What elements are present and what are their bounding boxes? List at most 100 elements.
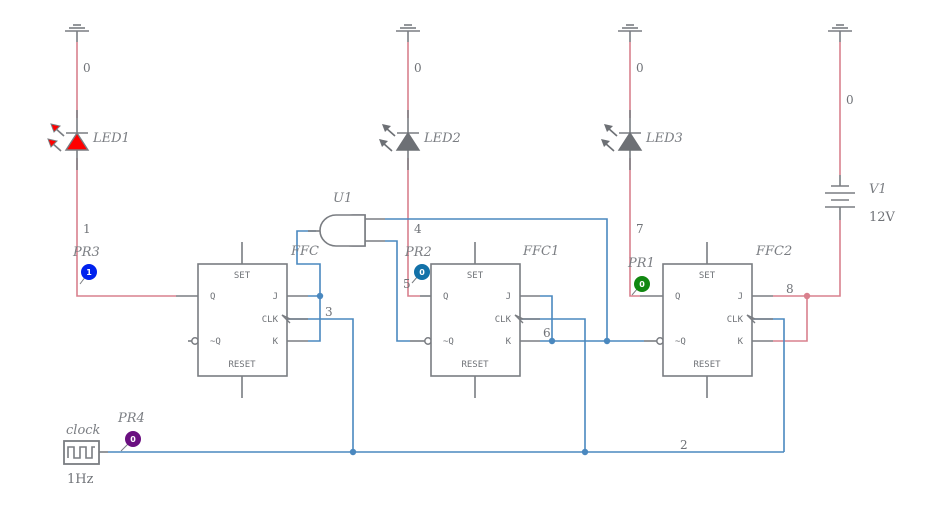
jk-flipflop-ffc1[interactable]: SET RESET Q ~Q J CLK K FFC1 bbox=[410, 242, 559, 398]
led3-diode-icon bbox=[617, 131, 643, 151]
ffc2-pin-k: K bbox=[738, 337, 744, 347]
wire-net-4[interactable] bbox=[385, 218, 608, 341]
probe-pr3[interactable]: 1 PR3 bbox=[72, 245, 100, 285]
probe-pr3-indicator bbox=[81, 264, 97, 280]
ffc-clk-edge-icon bbox=[281, 314, 291, 324]
junction-clock-2 bbox=[581, 448, 589, 456]
led1-label: LED1 bbox=[92, 131, 130, 146]
net-label-4: 4 bbox=[414, 222, 422, 236]
net-label-0-led3: 0 bbox=[636, 61, 644, 75]
ffc2-clk-edge-icon bbox=[746, 314, 756, 324]
ffc1-pin-set: SET bbox=[467, 271, 484, 281]
clock-source[interactable]: clock 1Hz bbox=[63, 423, 108, 487]
clock-frequency: 1Hz bbox=[67, 472, 94, 487]
junction-ffc-jk bbox=[316, 292, 324, 300]
u1-label: U1 bbox=[333, 191, 352, 206]
wire-net-3[interactable] bbox=[287, 318, 354, 452]
ffc2-pin-reset: RESET bbox=[693, 360, 721, 370]
probe-pr3-label: PR3 bbox=[72, 245, 100, 260]
wire-ffc1-clk[interactable] bbox=[520, 318, 586, 452]
wire-ffc-k[interactable] bbox=[308, 296, 321, 342]
jk-flipflop-ffc2[interactable]: SET RESET Q ~Q J CLK K FFC2 bbox=[640, 242, 792, 398]
led2-label: LED2 bbox=[423, 131, 461, 146]
probe-pr1-value: 0 bbox=[639, 280, 645, 289]
ffc2-pin-q: Q bbox=[675, 292, 680, 302]
led1-emission-arrows-icon bbox=[47, 123, 65, 152]
v1-label: V1 bbox=[869, 182, 887, 197]
probe-pr4-value: 0 bbox=[130, 435, 136, 444]
net-label-2: 2 bbox=[680, 438, 688, 452]
ground-led3[interactable] bbox=[618, 24, 642, 42]
led1-diode-icon bbox=[64, 131, 90, 151]
probe-pr4-indicator bbox=[125, 431, 141, 447]
ffc1-pin-nq: ~Q bbox=[443, 337, 454, 347]
probe-pr2-indicator bbox=[414, 264, 430, 280]
square-wave-icon bbox=[67, 446, 95, 459]
net-labels: 0 0 0 0 1 2 3 4 5 6 7 8 bbox=[83, 61, 854, 452]
ffc2-pin-clk: CLK bbox=[727, 315, 744, 325]
jk-flipflop-ffc[interactable]: SET RESET Q ~Q J CLK K FFC bbox=[176, 242, 319, 398]
wire-ffc2-clk[interactable] bbox=[753, 318, 785, 452]
wire-ffc1-j[interactable] bbox=[540, 295, 553, 341]
high-wires bbox=[76, 42, 841, 342]
net-label-8: 8 bbox=[786, 282, 794, 296]
led3-label: LED3 bbox=[645, 131, 683, 146]
wire-net-7[interactable] bbox=[629, 158, 640, 297]
ffc-pin-j: J bbox=[273, 292, 278, 302]
probe-pr3-value: 1 bbox=[86, 268, 92, 277]
ffc1-pin-j: J bbox=[506, 292, 511, 302]
led2-diode-icon bbox=[395, 131, 421, 151]
ffc2-pin-set: SET bbox=[699, 271, 716, 281]
ground-led1[interactable] bbox=[65, 24, 89, 42]
wire-ffc-jk-to-and[interactable] bbox=[296, 230, 321, 297]
junction-net-4 bbox=[603, 337, 611, 345]
probe-pr2[interactable]: 0 PR2 bbox=[404, 245, 432, 284]
and-gate-u1[interactable]: U1 bbox=[308, 191, 385, 247]
led3[interactable]: LED3 bbox=[601, 110, 683, 170]
net-label-0-led1: 0 bbox=[83, 61, 91, 75]
led1[interactable]: LED1 bbox=[47, 110, 130, 170]
probe-pr1[interactable]: 0 PR1 bbox=[627, 256, 655, 296]
net-label-1: 1 bbox=[83, 222, 91, 236]
v1-value: 12V bbox=[869, 210, 896, 225]
wire-net-1[interactable] bbox=[76, 158, 176, 297]
net-label-0-v1: 0 bbox=[846, 93, 854, 107]
ffc-pin-k: K bbox=[273, 337, 279, 347]
probe-pr2-label: PR2 bbox=[404, 245, 432, 260]
ffc-pin-q: Q bbox=[210, 292, 215, 302]
probe-pr1-indicator bbox=[634, 276, 650, 292]
wire-net-5[interactable] bbox=[407, 158, 420, 297]
net-label-3: 3 bbox=[325, 305, 333, 319]
net-label-5: 5 bbox=[403, 277, 411, 291]
wire-net-8-j[interactable] bbox=[773, 220, 841, 297]
led2[interactable]: LED2 bbox=[379, 110, 461, 170]
ffc1-clk-edge-icon bbox=[514, 314, 524, 324]
led3-emission-arrows-icon bbox=[601, 124, 618, 152]
ffc1-pin-clk: CLK bbox=[495, 315, 512, 325]
led2-emission-arrows-icon bbox=[379, 124, 396, 152]
and-gate-body-icon bbox=[319, 214, 366, 247]
ffc-pin-set: SET bbox=[234, 271, 251, 281]
ground-v1[interactable] bbox=[828, 24, 852, 42]
probe-pr4-label: PR4 bbox=[117, 411, 145, 426]
probe-pr2-value: 0 bbox=[419, 268, 425, 277]
ground-led2[interactable] bbox=[396, 24, 420, 42]
probe-pr4[interactable]: 0 PR4 bbox=[117, 411, 145, 452]
low-wires bbox=[108, 218, 785, 456]
junction-net-8 bbox=[803, 292, 811, 300]
net-label-6: 6 bbox=[543, 326, 551, 340]
clock-label: clock bbox=[66, 423, 101, 438]
ffc2-pin-nq: ~Q bbox=[675, 337, 686, 347]
ffc1-pin-reset: RESET bbox=[461, 360, 489, 370]
wire-ffc1-nq-to-and[interactable] bbox=[385, 240, 410, 342]
ffc2-label: FFC2 bbox=[755, 244, 792, 259]
ffc2-pin-j: J bbox=[738, 292, 743, 302]
ffc1-pin-k: K bbox=[506, 337, 512, 347]
ffc-pin-nq: ~Q bbox=[210, 337, 221, 347]
ffc-pin-reset: RESET bbox=[228, 360, 256, 370]
ffc1-label: FFC1 bbox=[522, 244, 559, 259]
probe-pr1-label: PR1 bbox=[627, 256, 655, 271]
junction-clock-1 bbox=[349, 448, 357, 456]
dc-source-v1[interactable]: V1 12V bbox=[825, 175, 896, 225]
